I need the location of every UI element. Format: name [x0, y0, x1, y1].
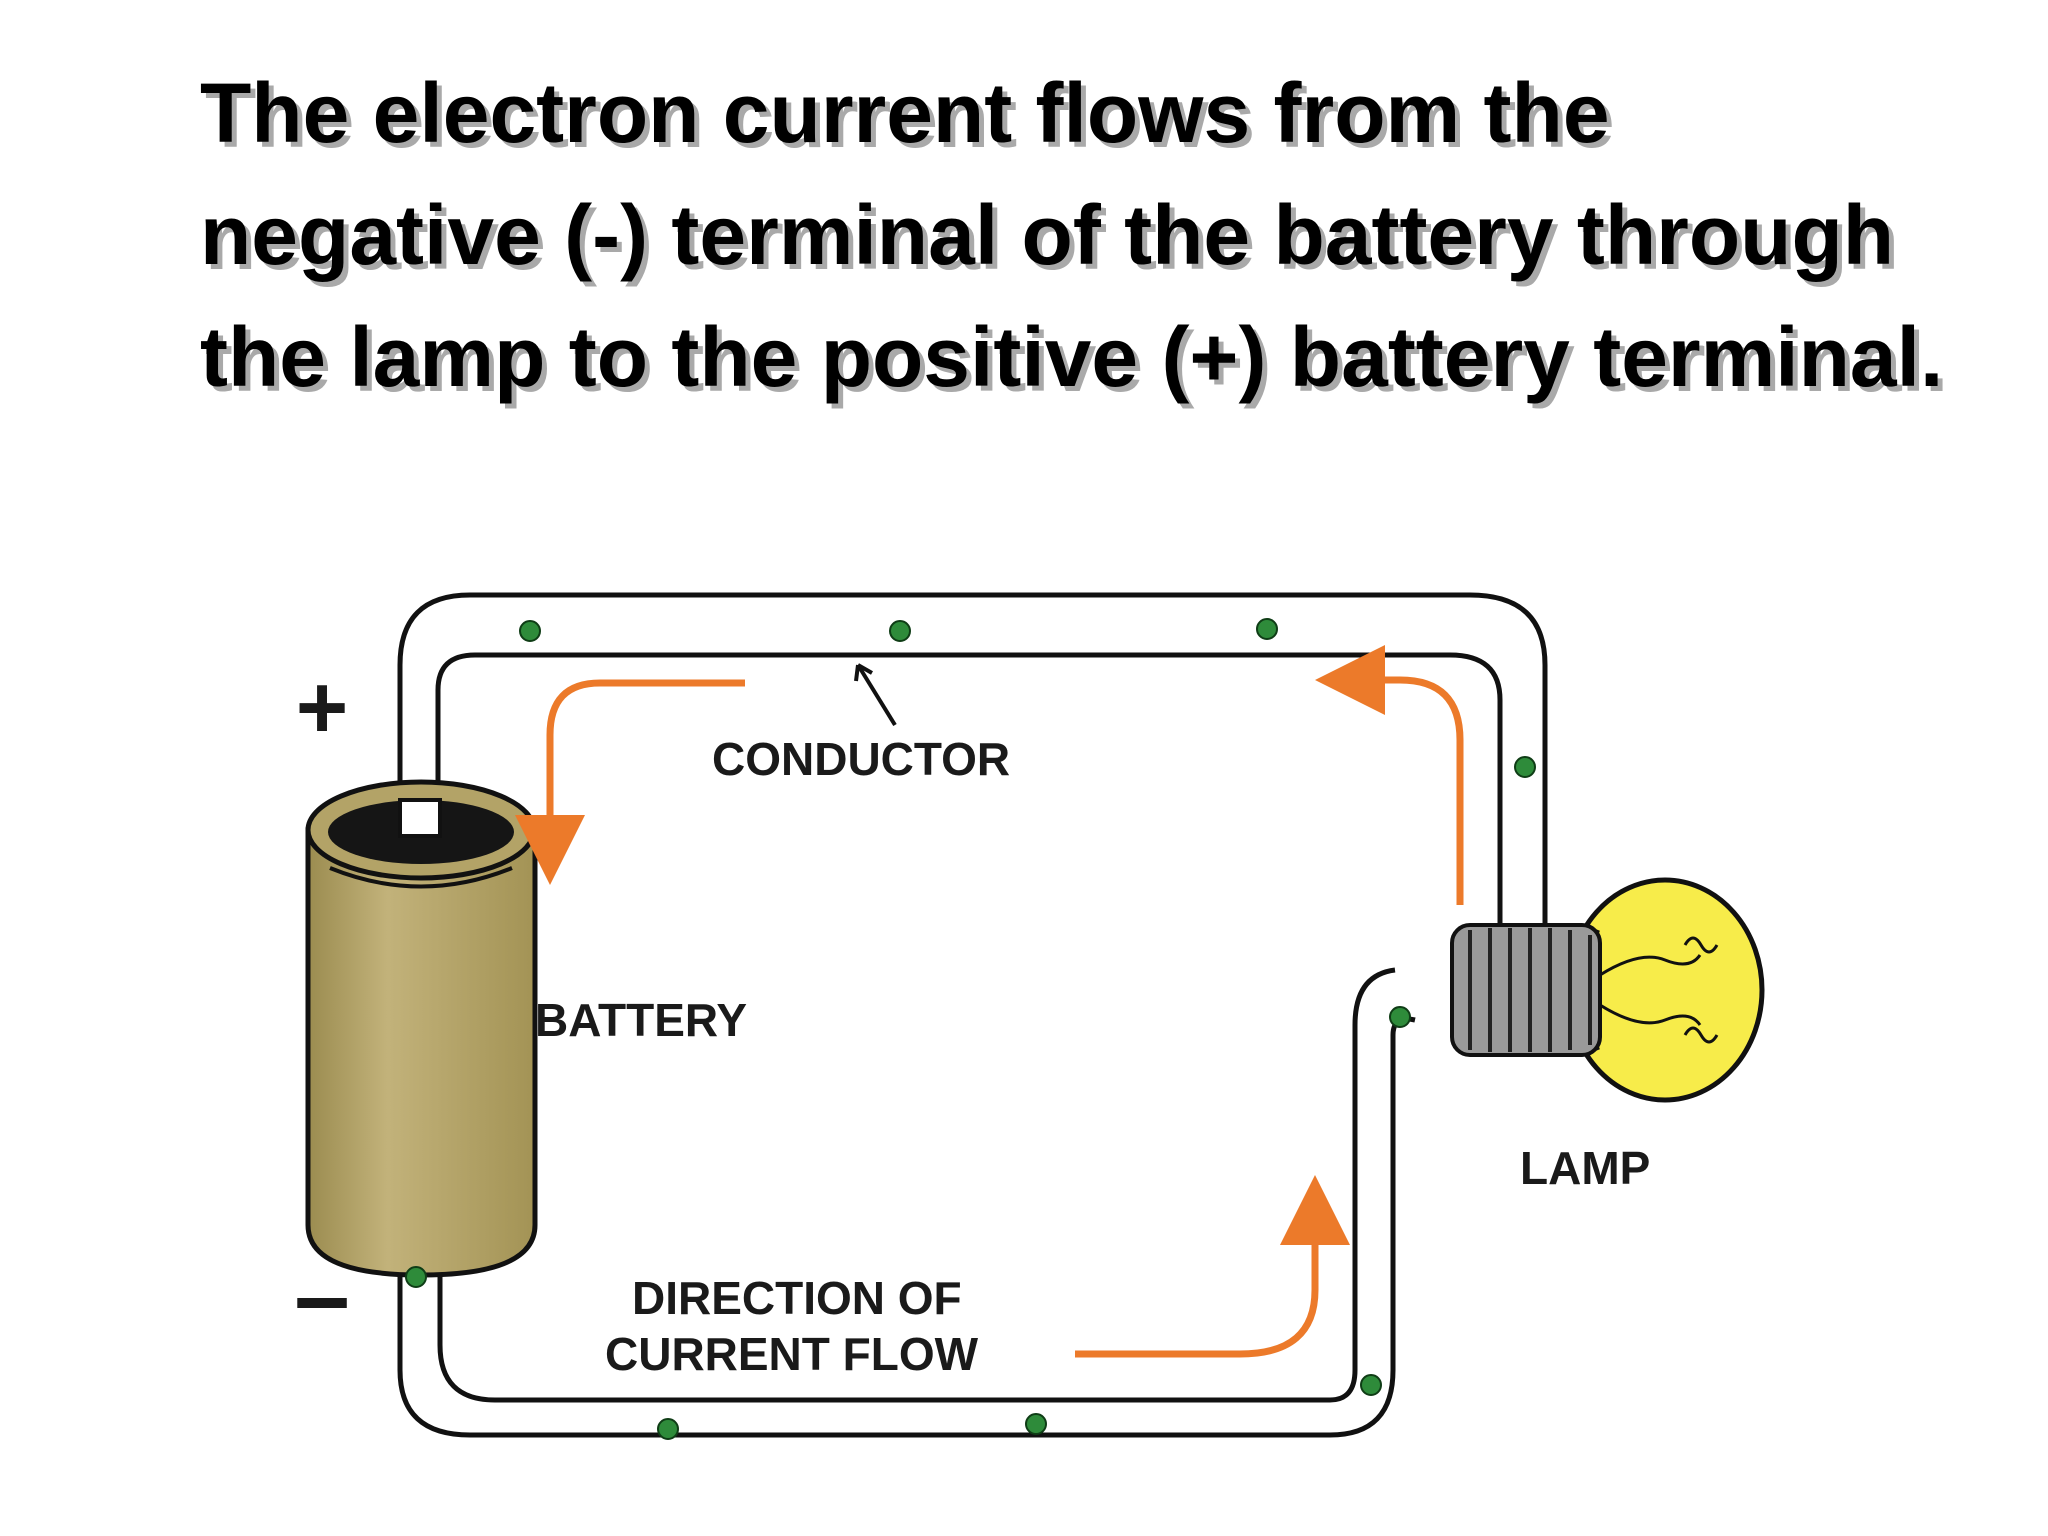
conductor-outer-outline — [397, 592, 1548, 935]
electron-dot — [657, 1418, 679, 1440]
conductor-lower-inner-outline — [437, 967, 1396, 1403]
lamp-label: LAMP — [1520, 1142, 1650, 1194]
lamp — [1450, 877, 1765, 1103]
electron-dot — [1256, 618, 1278, 640]
battery — [305, 779, 538, 1278]
slide-title: The electron current flows from the nega… — [200, 66, 1944, 404]
battery-label: BATTERY — [535, 994, 747, 1046]
electron-dot — [1514, 756, 1536, 778]
battery-top-rim-shadow — [329, 866, 513, 889]
electron-dot — [1360, 1374, 1382, 1396]
conductor-label: CONDUCTOR — [712, 733, 1010, 785]
lamp-base — [1450, 923, 1602, 1057]
conductor-pointer — [856, 663, 897, 727]
lamp-base-threads — [1468, 928, 1592, 1052]
lamp-filament — [1599, 954, 1702, 1026]
electron-dot — [405, 1266, 427, 1288]
conductor-pointer-tip — [854, 663, 873, 682]
direction-label-line1: DIRECTION OF — [632, 1272, 962, 1324]
negative-terminal-label: – — [294, 1240, 350, 1352]
arrow-lamp-up — [1315, 645, 1464, 905]
electron-dot — [1389, 1006, 1411, 1028]
conductor-inner-outline — [435, 652, 1503, 935]
lamp-filament-coil — [1683, 936, 1719, 1044]
electron-dot — [889, 620, 911, 642]
battery-body — [305, 827, 538, 1278]
current-flow-arrows — [515, 645, 1464, 1358]
arrow-top-left — [515, 679, 745, 885]
electron-dot — [1025, 1413, 1047, 1435]
positive-terminal-label: + — [296, 658, 349, 758]
electron-dot — [519, 620, 541, 642]
direction-label-line2: CURRENT FLOW — [605, 1328, 979, 1380]
electrons — [405, 618, 1536, 1440]
arrow-bottom — [1075, 1175, 1350, 1358]
battery-terminal-post — [398, 798, 442, 838]
